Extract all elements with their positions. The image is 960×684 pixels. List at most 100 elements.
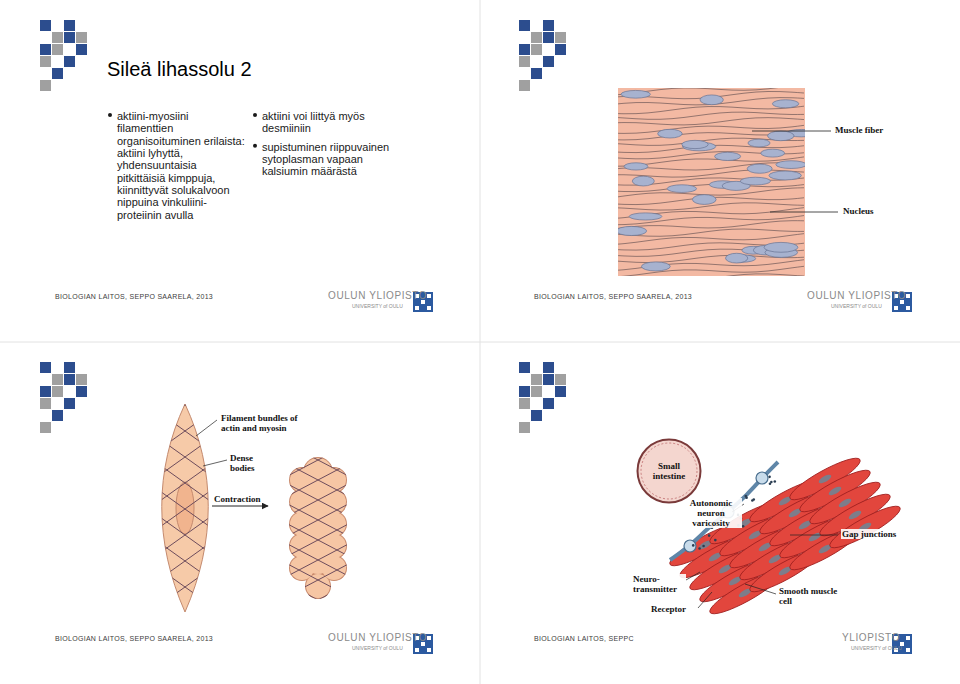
leader-line — [196, 420, 217, 436]
logo-square — [52, 44, 63, 55]
muscle-fiber-line — [618, 106, 804, 114]
circle-inner-ring — [641, 443, 697, 499]
leader-line — [752, 131, 831, 132]
nucleus-shape — [624, 163, 648, 170]
filament-line — [150, 406, 220, 456]
university-name: YLIOPISTO — [842, 632, 900, 643]
filament-line — [150, 510, 220, 560]
logo-square — [52, 374, 63, 385]
filament-line — [150, 432, 220, 482]
filament-line — [150, 484, 220, 534]
emblem-cell — [906, 306, 910, 310]
neurotransmitter-dot — [774, 480, 777, 483]
muscle-fiber-line — [618, 274, 804, 276]
nucleus-shape — [621, 90, 650, 98]
filament-line — [150, 354, 220, 404]
filament-line — [150, 588, 220, 638]
figure-label: Nucleus — [842, 206, 875, 216]
muscle-cell-nucleus — [838, 497, 853, 509]
filament-line — [280, 540, 356, 580]
filament-line — [150, 302, 220, 352]
logo-square — [76, 386, 87, 397]
muscle-cell-body — [826, 500, 904, 554]
logo-square — [519, 398, 530, 409]
filament-line — [280, 540, 356, 580]
filament-line — [280, 440, 356, 480]
logo-square — [555, 44, 566, 55]
logo-square — [64, 398, 75, 409]
filament-line — [280, 480, 356, 520]
filament-line — [280, 520, 356, 560]
nucleus-shape — [715, 152, 741, 160]
neurotransmitter-dot — [752, 498, 755, 501]
logo-square — [531, 386, 542, 397]
leader-line — [790, 535, 838, 536]
emblem-cell — [427, 294, 431, 298]
logo-square — [519, 386, 530, 397]
filament-line — [150, 380, 220, 430]
logo-squares — [519, 362, 566, 433]
neurotransmitter-dot — [714, 539, 717, 542]
smooth-muscle-cell — [162, 404, 209, 612]
bullet-text: aktiini-myosiini filamenttien organisoit… — [117, 110, 247, 221]
filament-line — [150, 562, 220, 612]
neurotransmitter-dot — [744, 495, 747, 498]
logo-square — [531, 374, 542, 385]
logo-square — [64, 362, 75, 373]
nucleus-shape — [641, 262, 670, 271]
filament-line — [150, 536, 220, 586]
muscle-cell — [826, 500, 904, 554]
logo-square — [52, 410, 63, 421]
filament-line — [150, 354, 220, 404]
logo-square — [40, 422, 51, 433]
logo-square — [519, 20, 530, 31]
figure-label: Muscle fiber — [834, 125, 884, 135]
filament-line — [280, 500, 356, 540]
logo-square — [40, 362, 51, 373]
filament-line — [150, 276, 220, 326]
emblem-cell — [427, 306, 431, 310]
muscle-tissue — [618, 88, 805, 276]
varicosity — [756, 472, 768, 484]
figure-label: Autonomic neuron varicosity — [680, 498, 742, 528]
logo-square — [519, 56, 530, 67]
neurotransmitter-dot — [708, 534, 711, 537]
bullet-dot — [108, 113, 112, 117]
figure-label: Contraction — [213, 494, 262, 504]
logo-square — [555, 32, 566, 43]
smooth-muscle-sheet — [666, 452, 904, 620]
filament-line — [150, 328, 220, 378]
filament-line — [150, 510, 220, 560]
logo-square — [543, 32, 554, 43]
university-subtitle: UNIVERSITY of OULU — [831, 304, 882, 310]
neurotransmitter-dot — [698, 547, 701, 550]
nucleus-shape — [748, 139, 770, 147]
nucleus-shape — [700, 95, 723, 105]
logo-square — [76, 374, 87, 385]
filament-line — [280, 580, 356, 620]
figure-label: Receptor — [650, 604, 687, 614]
filament-line — [150, 484, 220, 534]
nucleus-shape — [776, 161, 805, 169]
logo-square — [64, 32, 75, 43]
filament-line — [280, 560, 356, 600]
muscle-fiber-line — [618, 132, 804, 140]
filament-line — [150, 640, 220, 684]
slide-title: Sileä lihassolu 2 — [107, 58, 252, 80]
figure-label: Smooth muscle cell — [778, 586, 846, 606]
university-subtitle: UNIVERSITY of OULU — [851, 646, 902, 652]
figure-label: Gap junctions — [841, 529, 897, 539]
filament-line — [150, 562, 220, 612]
nucleus-shape — [632, 176, 654, 186]
filament-line — [280, 460, 356, 500]
bullet-text: aktiini voi liittyä myös desmiiniin — [262, 110, 390, 135]
logo-square — [531, 44, 542, 55]
muscle-fiber-line — [618, 221, 804, 230]
logo-square — [519, 422, 530, 433]
varicosity — [684, 540, 696, 552]
logo-square — [519, 44, 530, 55]
logo-square — [76, 44, 87, 55]
filament-line — [280, 560, 356, 600]
